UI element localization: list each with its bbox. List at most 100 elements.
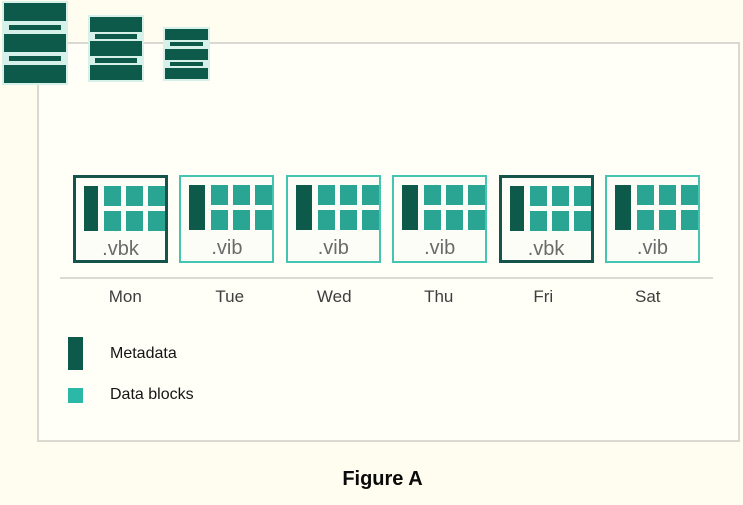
day-label-sat: Sat <box>634 287 661 306</box>
file-extension-label: .vbk <box>102 238 139 260</box>
disk-bar <box>90 41 142 56</box>
swatch-column <box>68 387 110 403</box>
metadata-bar-icon <box>402 185 419 230</box>
file-extension-label: .vbk <box>527 238 565 260</box>
data-block-icon <box>233 185 251 205</box>
data-block-icon <box>126 211 143 231</box>
legend-item-metadata: Metadata <box>68 337 194 370</box>
disk-bar <box>165 48 208 60</box>
disk-bar <box>4 65 66 83</box>
timeline-separator <box>60 277 713 279</box>
data-block-icon <box>361 210 379 230</box>
data-block-icon <box>551 211 569 231</box>
disk-bar <box>165 29 208 40</box>
file-box-content <box>502 178 591 231</box>
file-box-content <box>288 177 379 230</box>
data-block-icon <box>680 210 698 230</box>
disk-bar <box>95 34 137 39</box>
figure-caption: Figure A <box>342 468 423 490</box>
data-block-icon <box>529 186 547 206</box>
backup-file-box-wed: .vib <box>285 175 381 263</box>
data-block-icon <box>339 210 357 230</box>
data-block-icon <box>573 211 591 231</box>
data-block-icon <box>636 210 654 230</box>
file-extension-label: .vib <box>424 237 456 259</box>
disk-bar <box>9 56 61 61</box>
day-label-thu: Thu <box>424 287 454 306</box>
data-block-icon <box>446 210 464 230</box>
data-block-icon <box>424 210 442 230</box>
data-block-icon <box>551 186 569 206</box>
data-block-icon <box>126 186 143 206</box>
metadata-swatch-icon <box>68 337 83 370</box>
data-block-icon <box>658 210 676 230</box>
backup-file-box-sat: .vib <box>604 175 700 263</box>
data-block-icon <box>636 185 654 205</box>
data-block-icon <box>233 210 251 230</box>
data-block-icon <box>680 185 698 205</box>
disk-bar <box>170 42 203 47</box>
backup-file-box-fri: .vbk <box>498 175 594 263</box>
disk-bar <box>95 58 137 63</box>
data-blocks-grid <box>104 186 165 231</box>
data-block-icon <box>468 185 486 205</box>
data-block-icon <box>573 186 591 206</box>
data-blocks-grid <box>317 185 379 230</box>
data-block-icon <box>148 211 165 231</box>
legend-label: Metadata <box>110 344 177 362</box>
day-label-mon: Mon <box>108 287 142 306</box>
data-blocks-grid <box>424 185 486 230</box>
legend-label: Data blocks <box>110 386 194 403</box>
day-label-tue: Tue <box>215 287 245 306</box>
disk-bar <box>165 68 208 79</box>
disk-bar <box>170 61 203 66</box>
file-extension-label: .vib <box>317 237 349 259</box>
disk-stack-medium-icon <box>88 15 144 82</box>
metadata-bar-icon <box>84 186 98 231</box>
data-block-icon <box>361 185 379 205</box>
backup-file-box-mon: .vbk <box>73 175 168 263</box>
day-label-fri: Fri <box>533 287 554 306</box>
file-extension-label: .vib <box>636 237 669 259</box>
data-block-icon <box>339 185 357 205</box>
legend: Metadata Data blocks <box>68 337 194 404</box>
file-box-content <box>607 177 698 230</box>
day-label-wed: Wed <box>316 287 352 306</box>
disk-bar <box>4 3 66 21</box>
backup-files-row: .vbk .vib <box>73 175 700 263</box>
data-block-icon <box>148 186 165 206</box>
data-blocks-grid <box>211 185 273 230</box>
data-block-icon <box>317 210 335 230</box>
day-labels-row: Mon Tue Wed Thu Fri Sat <box>73 287 700 307</box>
disk-stack-small-icon <box>163 27 210 81</box>
metadata-bar-icon <box>189 185 206 230</box>
data-block-icon <box>211 185 229 205</box>
backup-file-box-tue: .vib <box>179 175 275 263</box>
data-block-icon <box>104 186 121 206</box>
metadata-bar-icon <box>509 186 524 231</box>
data-block-icon <box>468 210 486 230</box>
data-blocks-swatch-icon <box>68 387 83 403</box>
legend-item-data-blocks: Data blocks <box>68 386 194 404</box>
data-block-icon <box>424 185 442 205</box>
data-blocks-grid <box>529 186 591 231</box>
data-block-icon <box>104 211 121 231</box>
disk-bar <box>90 65 142 80</box>
backup-file-box-thu: .vib <box>392 175 488 263</box>
data-block-icon <box>529 211 547 231</box>
file-box-content <box>76 178 165 231</box>
disk-stack-large-icon <box>2 1 68 85</box>
metadata-bar-icon <box>614 185 631 230</box>
file-box-content <box>181 177 273 230</box>
data-block-icon <box>255 185 273 205</box>
data-block-icon <box>255 210 273 230</box>
file-extension-label: .vib <box>211 237 243 259</box>
data-block-icon <box>658 185 676 205</box>
file-box-content <box>394 177 486 230</box>
disk-bar <box>90 17 142 32</box>
data-block-icon <box>211 210 229 230</box>
data-block-icon <box>317 185 335 205</box>
swatch-column <box>68 337 110 370</box>
disk-bar <box>4 34 66 52</box>
data-blocks-grid <box>636 185 698 230</box>
